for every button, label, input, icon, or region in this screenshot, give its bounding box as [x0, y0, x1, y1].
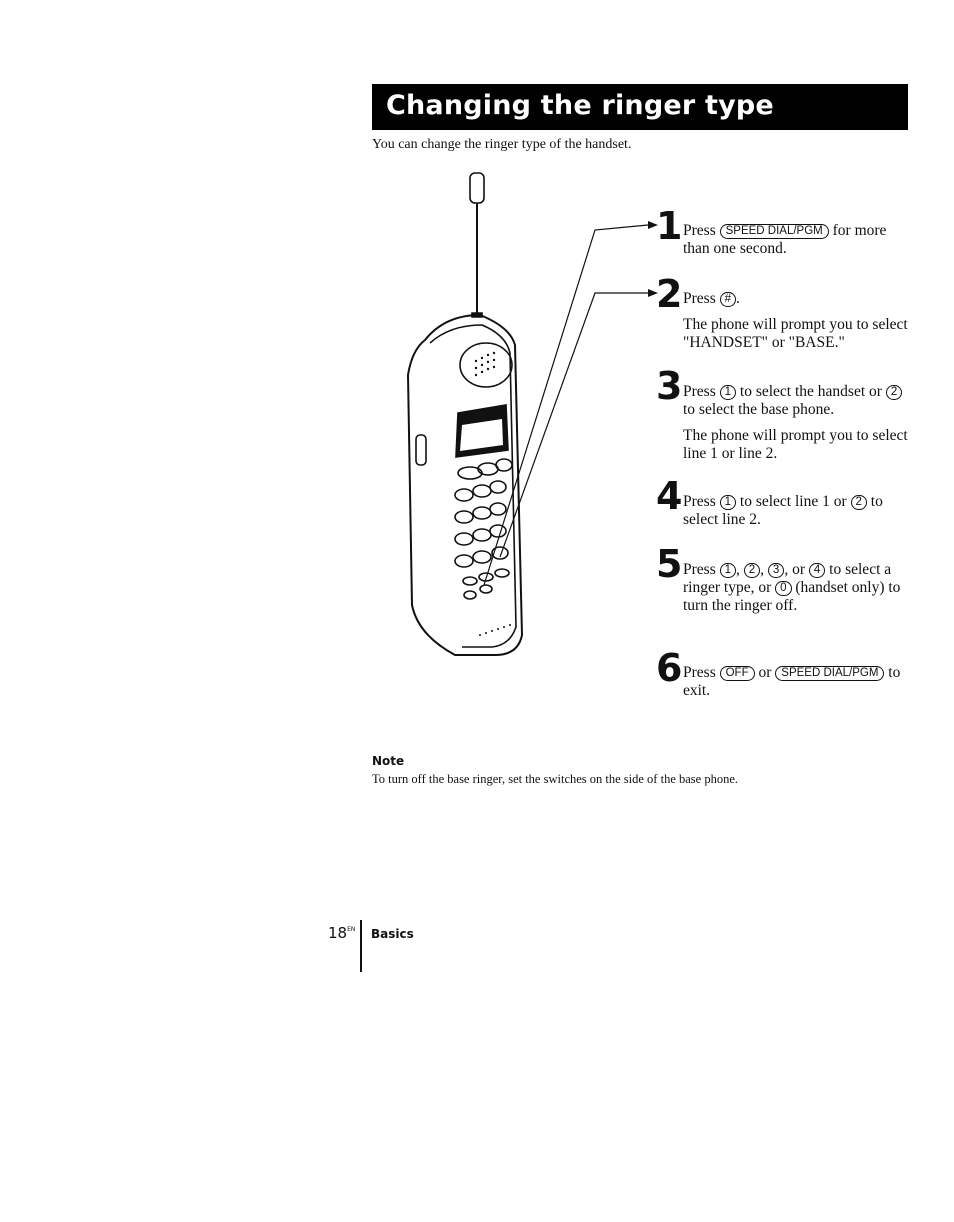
step-5-number: 5	[656, 542, 683, 586]
speed-dial-key: SPEED DIAL/PGM	[775, 666, 885, 681]
step-word: to select line 1 or	[739, 493, 847, 510]
key-2: 2	[885, 385, 903, 400]
step-1-number: 1	[656, 204, 683, 248]
page-number-suffix: EN	[347, 926, 356, 933]
step-2-number: 2	[656, 272, 683, 316]
step-word: more than one second.	[683, 222, 887, 257]
step-word: ,	[784, 561, 789, 578]
step-3-text: Press 1 to select the handset or 2 to se…	[683, 383, 908, 463]
step-word: (handset only) to turn the ringer off.	[683, 579, 901, 614]
footer-divider	[360, 920, 362, 972]
step-word: select a ringer type, or	[683, 561, 892, 596]
step-note: The phone will prompt you to select line…	[683, 427, 908, 462]
step-word: ,	[736, 561, 740, 578]
off-key: OFF	[719, 666, 755, 681]
step-word: to	[829, 561, 842, 578]
step-word: for	[832, 222, 851, 239]
hash-key: #	[719, 292, 737, 307]
antenna-tip	[469, 172, 485, 204]
title-bar: Changing the ringer type	[372, 84, 908, 130]
step-4-text: Press 1 to select line 1 or 2 to select …	[683, 493, 908, 529]
section-name: Basics	[371, 927, 414, 941]
key-2: 2	[743, 563, 761, 578]
key-1: 1	[719, 385, 737, 400]
step-word: Press	[683, 561, 716, 578]
step-word: or	[758, 664, 772, 681]
step-word: to select the base phone.	[683, 401, 835, 418]
page-number: 18EN	[328, 924, 355, 942]
step-word: Press	[683, 222, 716, 239]
step-3-number: 3	[656, 364, 683, 408]
intro-text: You can change the ringer type of the ha…	[372, 137, 632, 152]
handset-illustration	[406, 172, 658, 656]
step-word: to select the handset	[739, 383, 866, 400]
key-1: 1	[719, 495, 737, 510]
step-word: .	[736, 290, 740, 307]
page-number-value: 18	[328, 924, 348, 942]
note-text: To turn off the base ringer, set the swi…	[372, 772, 739, 786]
step-1-text: Press SPEED DIAL/PGM for more than one s…	[683, 222, 908, 258]
step-note: The phone will prompt you to select "HAN…	[683, 316, 908, 351]
step-word: Press	[683, 290, 716, 307]
step-4-number: 4	[656, 474, 683, 518]
key-0: 0	[775, 581, 792, 596]
step-2-text: Press #. The phone will prompt you to se…	[683, 290, 908, 352]
note-label: Note	[372, 754, 405, 768]
step-word: Press	[683, 664, 716, 681]
step-word: to select line 2.	[683, 493, 883, 528]
step-word: or	[792, 561, 805, 578]
key-4: 4	[808, 563, 826, 578]
key-1: 1	[719, 563, 737, 578]
key-2: 2	[850, 495, 867, 510]
step-word: or	[869, 383, 882, 400]
step-word: Press	[683, 383, 716, 400]
key-3: 3	[767, 563, 785, 578]
step-6-text: Press OFF or SPEED DIAL/PGM to exit.	[683, 664, 908, 700]
step-5-text: Press 1, 2, 3, or 4 to select a ringer t…	[683, 561, 908, 615]
speed-dial-key: SPEED DIAL/PGM	[719, 224, 829, 239]
page-title: Changing the ringer type	[386, 90, 774, 121]
step-6-number: 6	[656, 646, 683, 690]
step-word: Press	[683, 493, 716, 510]
step-word: to exit.	[683, 664, 901, 699]
step-word: ,	[760, 561, 765, 578]
